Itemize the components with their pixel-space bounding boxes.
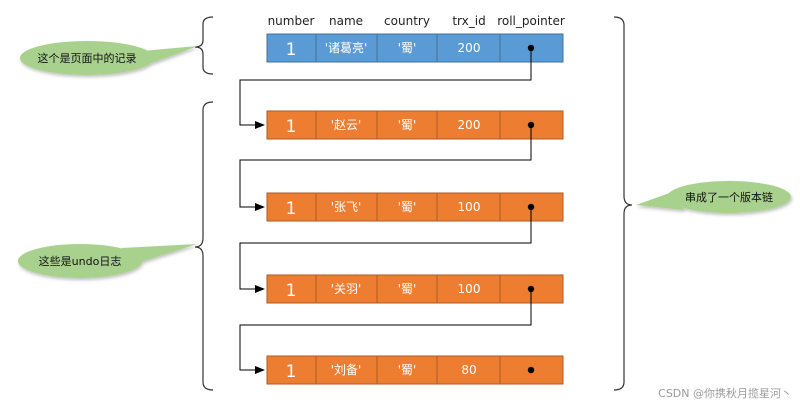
row-2-name: '张飞' [331,200,362,214]
connector-3-to-4 [239,289,532,374]
column-headers: number name country trx_id roll_pointer [268,14,565,28]
row-1-name: '赵云' [331,118,362,132]
connector-2-to-3 [239,207,532,293]
row-3-cell-number [266,274,317,304]
header-trx-id: trx_id [452,14,485,28]
left-brace-undo-log [194,101,214,391]
callout-page-record [20,41,198,75]
callout-page-record-ellipse [20,41,154,75]
row-1-trx-id: 200 [458,118,481,132]
header-number: number [268,14,315,28]
row-0-cell-name [315,33,378,63]
callout-undo-log-ellipse [18,244,142,278]
row-4-trx-id: 80 [461,363,476,377]
row-3-country: '蜀' [398,282,417,296]
connector-0-to-1 [239,48,532,129]
row-2-cell-number [266,192,317,222]
record-row-0: 1 '诸葛亮' '蜀' 200 [266,33,564,63]
record-row-1: 1 '赵云' '蜀' 200 [266,110,564,140]
row-0-trx-id: 200 [458,41,481,55]
row-1-cell-country [376,110,438,140]
record-row-4: 1 '刘备' '蜀' 80 [266,355,564,385]
row-0-cell-number [266,33,317,63]
callout-undo-log [18,244,197,278]
left-brace-page-record [194,16,214,75]
row-4-cell-country [376,355,438,385]
row-0-country: '蜀' [398,41,417,55]
row-3-trx-id: 100 [458,282,481,296]
callout-page-record-label: 这个是页面中的记录 [38,51,137,65]
row-3-name: '关羽' [331,282,362,296]
right-brace-version-chain [613,16,633,391]
header-country: country [384,14,430,28]
row-2-number: 1 [286,199,297,219]
pointer-connectors [239,48,532,374]
row-4-cell-name [315,355,378,385]
record-row-2: 1 '张飞' '蜀' 100 [266,192,564,222]
header-name: name [329,14,363,28]
header-roll-pointer: roll_pointer [497,14,565,28]
row-4-cell-trx-id [436,355,501,385]
row-1-cell-trx-id [436,110,501,140]
row-0-name: '诸葛亮' [325,40,368,55]
row-4-cell-number [266,355,317,385]
callout-version-chain-ellipse [667,181,791,213]
callout-page-record-bubble [142,46,198,64]
row-0-number: 1 [286,40,297,60]
record-row-3: 1 '关羽' '蜀' 100 [266,274,564,304]
row-1-country: '蜀' [398,118,417,132]
row-4-name: '刘备' [331,363,362,377]
row-2-cell-name [315,192,378,222]
row-2-trx-id: 100 [458,200,481,214]
row-0-cell-country [376,33,438,63]
connector-1-to-2 [239,125,532,211]
row-1-cell-name [315,110,378,140]
row-3-number: 1 [286,281,297,301]
callout-version-chain [636,181,791,213]
row-2-country: '蜀' [398,200,417,214]
row-1-number: 1 [286,117,297,137]
watermark: CSDN @你携秋月揽星河丶 [658,386,792,400]
row-3-cell-trx-id [436,274,501,304]
row-1-cell-number [266,110,317,140]
row-4-number: 1 [286,362,297,382]
row-3-cell-country [376,274,438,304]
callout-version-chain-label: 串成了一个版本链 [685,190,773,204]
row-2-cell-country [376,192,438,222]
row-4-country: '蜀' [398,363,417,377]
callout-undo-log-label: 这些是undo日志 [39,254,122,268]
row-4-pointer-dot [527,366,535,374]
